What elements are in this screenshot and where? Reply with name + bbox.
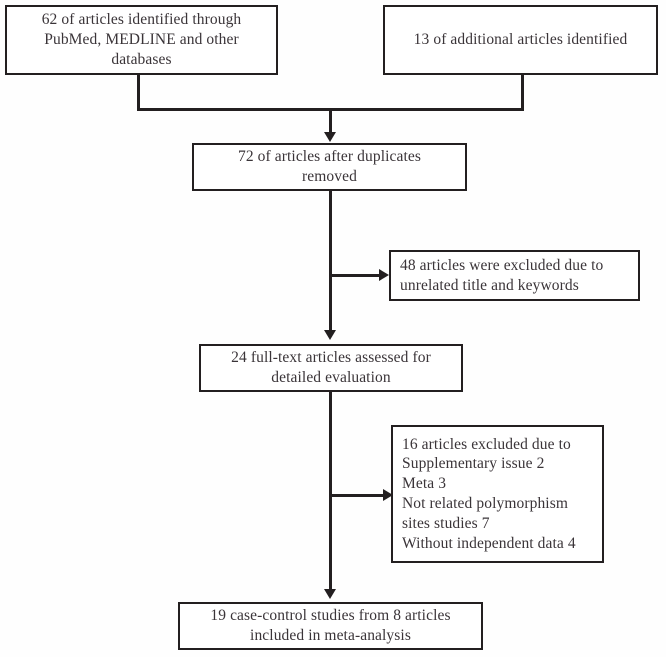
connector-to-excluded-fulltext-arrow [383,489,393,501]
fulltext-articles-excluded-box: 16 articles excluded due to Supplementar… [391,425,604,563]
included-studies-line-1: 19 case-control studies from 8 articles [210,607,451,625]
records-after-duplicates-line-1: 72 of articles after duplicates [238,148,421,166]
fulltext-assessed-line-1: 24 full-text articles assessed for [231,349,431,367]
records-identified-additional-box: 13 of additional articles identified [383,5,658,75]
fulltext-excluded-line-5: sites studies 7 [402,514,490,532]
records-excluded-title-keywords-box: 48 articles were excluded due to unrelat… [389,250,640,301]
fulltext-assessed-line-2: detailed evaluation [271,369,391,386]
records-identified-databases-line-1: 62 of articles identified through [41,11,242,29]
connector-merge-to-duplicates-line [329,108,332,135]
records-excluded-title-line-1: 48 articles were excluded due to [400,256,604,274]
connector-fulltext-to-included-line [329,392,332,592]
records-identified-databases-line-3: databases [111,50,172,68]
connector-merge-to-duplicates-arrow [324,132,336,142]
records-excluded-title-line-2: unrelated title and keywords [400,276,579,294]
connector-fulltext-to-included-arrow [324,589,336,599]
records-after-duplicates-removed-box: 72 of articles after duplicates removed [192,143,467,191]
connector-duplicates-to-fulltext-line [329,191,332,333]
connector-to-excluded-title-line [329,274,381,277]
connector-duplicates-to-fulltext-arrow [324,330,336,340]
connector-additional-to-merge [521,75,524,111]
connector-to-excluded-fulltext-line [329,494,385,497]
fulltext-articles-assessed-box: 24 full-text articles assessed for detai… [199,344,463,392]
records-identified-additional-line-1: 13 of additional articles identified [413,31,628,49]
fulltext-excluded-line-4: Not related polymorphism [402,495,568,512]
fulltext-excluded-line-6: Without independent data 4 [402,534,576,552]
studies-included-meta-analysis-box: 19 case-control studies from 8 articles … [178,602,483,650]
fulltext-excluded-line-3: Meta 3 [402,475,447,493]
fulltext-excluded-line-2: Supplementary issue 2 [402,455,545,473]
fulltext-excluded-line-1: 16 articles excluded due to [402,435,571,453]
included-studies-line-2: included in meta-analysis [250,627,411,644]
records-after-duplicates-line-2: removed [302,168,357,185]
connector-databases-to-merge [137,75,140,111]
connector-to-excluded-title-arrow [379,269,389,281]
records-identified-databases-box: 62 of articles identified through PubMed… [5,5,278,75]
records-identified-databases-line-2: PubMed, MEDLINE and other [44,31,239,49]
